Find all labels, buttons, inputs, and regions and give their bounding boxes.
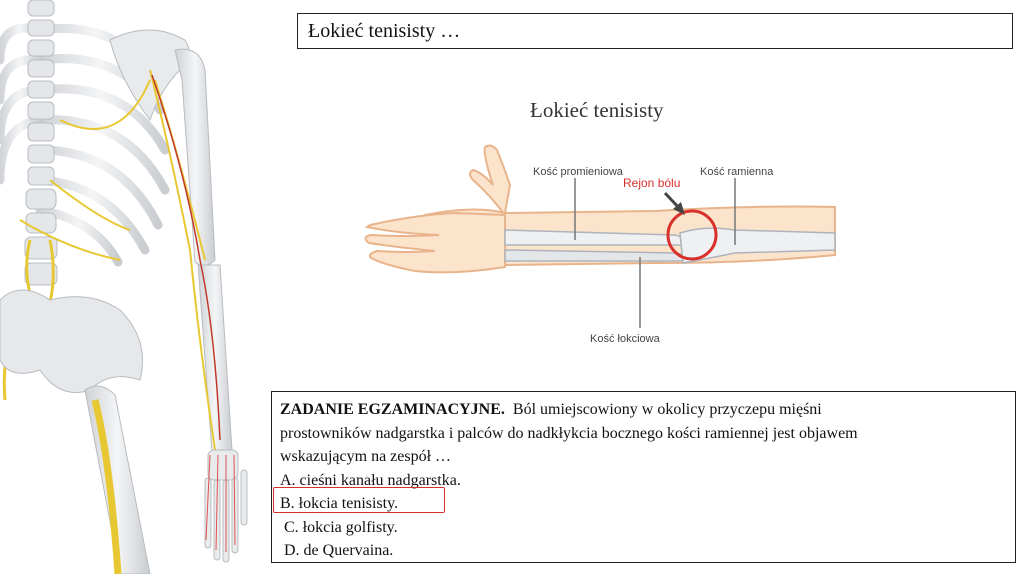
label-ulna: Kość łokciowa bbox=[590, 333, 661, 345]
humerus bbox=[174, 48, 216, 266]
slide-title-box: Łokieć tenisisty … bbox=[297, 13, 1013, 49]
exam-task-box: ZADANIE EGZAMINACYJNE. Ból umiejscowiony… bbox=[271, 391, 1016, 563]
label-pain-region: Rejon bólu bbox=[623, 176, 680, 190]
task-heading: ZADANIE EGZAMINACYJNE. bbox=[280, 401, 505, 418]
tennis-elbow-diagram: Łokieć tenisisty Kość promieniowa Rejon … bbox=[364, 98, 836, 345]
task-question-2: prostowników nadgarstka i palców do nadk… bbox=[280, 424, 858, 442]
rib-cage bbox=[0, 23, 170, 267]
task-question-1: Ból umiejscowiony w okolicy przyczepu mi… bbox=[512, 401, 822, 418]
slide-title: Łokieć tenisisty … bbox=[308, 20, 461, 42]
label-radius: Kość promieniowa bbox=[533, 166, 624, 178]
spine bbox=[24, 0, 58, 286]
humerus-bone bbox=[679, 227, 836, 264]
pain-region-circle bbox=[666, 209, 718, 261]
hand-outline bbox=[469, 144, 512, 218]
task-question-3: wskazującym na zespół … bbox=[280, 448, 452, 465]
option-c: C. łokcia golfisty. bbox=[280, 518, 398, 536]
option-d: D. de Quervaina. bbox=[280, 542, 394, 559]
correct-answer-highlight bbox=[273, 487, 445, 513]
option-b: B. łokcia tenisisty. bbox=[280, 495, 399, 512]
pelvis bbox=[0, 289, 143, 393]
option-a: A. cieśni kanału nadgarstka. bbox=[280, 471, 461, 489]
skeleton-illustration bbox=[0, 0, 248, 574]
task-line-1: ZADANIE EGZAMINACYJNE. Ból umiejscowiony… bbox=[280, 398, 1007, 422]
label-humerus: Kość ramienna bbox=[700, 166, 774, 178]
diagram-heading: Łokieć tenisisty bbox=[530, 98, 664, 122]
